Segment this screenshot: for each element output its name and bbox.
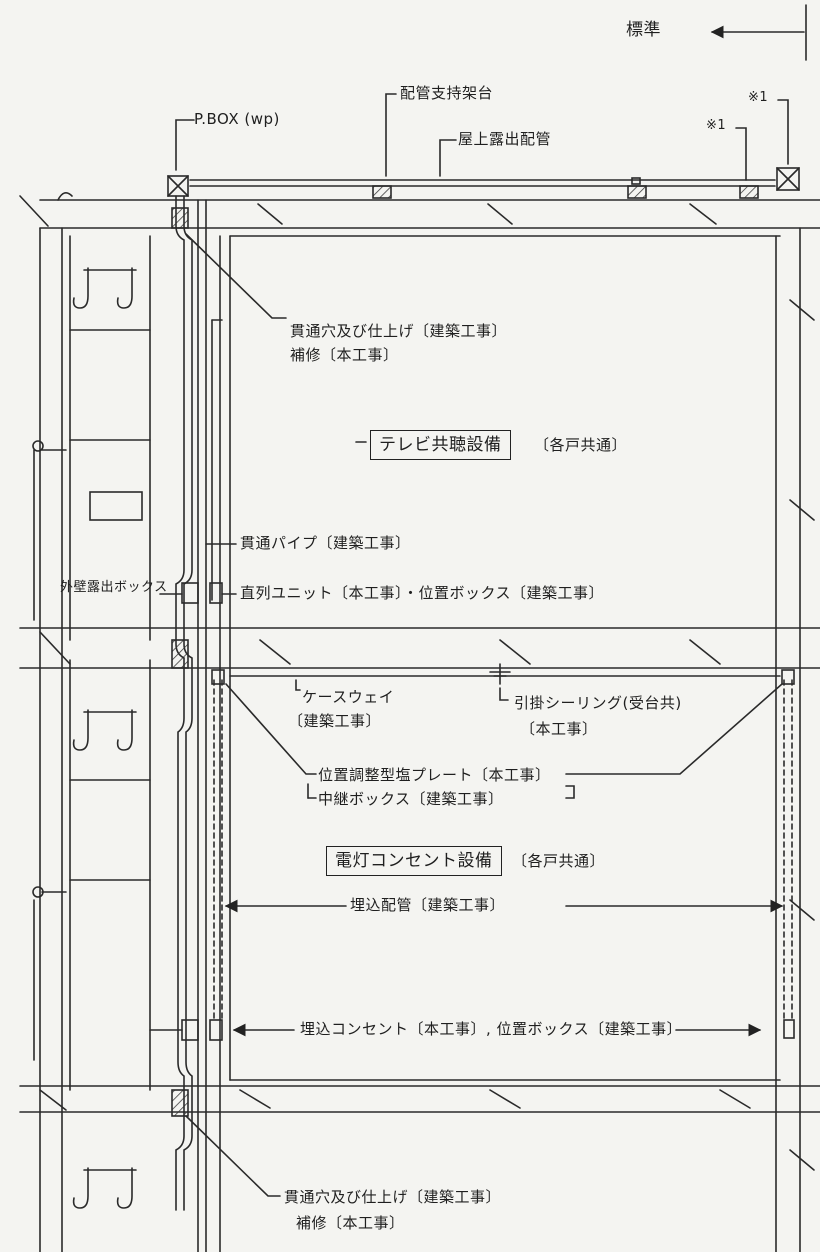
- pipe-support: [372, 177, 759, 199]
- note-mark-right: ※1: [748, 90, 769, 105]
- exposed-box-label: 外壁露出ボックス: [60, 580, 168, 595]
- sleeve-pipe-label: 貫通パイプ〔建築工事〕: [240, 534, 411, 552]
- tv-system-common: 〔各戸共通〕: [534, 436, 628, 454]
- ceiling-hook-label: 引掛シーリング(受台共): [514, 694, 682, 712]
- pbox-label: P.BOX (wp): [194, 110, 280, 128]
- relay-box-label: 中継ボックス〔建築工事〕: [318, 790, 504, 808]
- lighting-system-common: 〔各戸共通〕: [512, 852, 606, 870]
- caseway-sub-label: 〔建築工事〕: [288, 712, 382, 730]
- caseway-label: ケースウェイ: [302, 688, 395, 706]
- outlet-box-left: [181, 1019, 199, 1041]
- lighting-system-title: 電灯コンセント設備: [326, 846, 502, 876]
- roof-exposed-pipe: [189, 179, 776, 187]
- support-stand-label: 配管支持架台: [400, 84, 494, 102]
- sleeve-finish-top-label: 貫通穴及び仕上げ〔建築工事〕: [290, 322, 508, 340]
- embedded-pipe-label: 埋込配管〔建築工事〕: [350, 896, 506, 914]
- ceiling-hook: [489, 663, 511, 685]
- ceiling-hook-sub-label: 〔本工事〕: [520, 720, 598, 738]
- floor-slab-1: [19, 1079, 820, 1113]
- standard-label: 標準: [626, 20, 661, 40]
- pbox-left: [167, 175, 189, 197]
- tv-system-title: テレビ共聴設備: [370, 430, 511, 460]
- outlet-position-box: [209, 1019, 223, 1041]
- left-balcony: [32, 227, 151, 1252]
- relay-box-left: [211, 669, 225, 685]
- note-mark-left: ※1: [706, 118, 727, 133]
- plate-label: 位置調整型塩プレート〔本工事〕: [318, 766, 551, 784]
- outlet-box-right: [783, 1019, 795, 1039]
- roof-exposed-pipe-label: 屋上露出配管: [458, 130, 552, 148]
- sleeve-repair-top-label: 補修〔本工事〕: [290, 346, 399, 364]
- standard-arrow: [710, 4, 807, 61]
- main-wall: [197, 199, 815, 1252]
- roof-slab: [19, 192, 820, 237]
- riser-pipe: [171, 195, 193, 1211]
- exposed-box: [181, 582, 199, 604]
- relay-box-right: [781, 669, 795, 685]
- embedded-pipe: [213, 679, 793, 1021]
- embedded-outlet-label: 埋込コンセント〔本工事〕, 位置ボックス〔建築工事〕: [300, 1020, 683, 1038]
- floor-slab-2: [19, 627, 820, 677]
- series-unit-box: [209, 582, 223, 604]
- sleeve-finish-bottom-label: 貫通穴及び仕上げ〔建築工事〕: [284, 1188, 502, 1206]
- series-unit-label: 直列ユニット〔本工事〕・位置ボックス〔建築工事〕: [240, 584, 605, 602]
- sleeve-repair-bottom-label: 補修〔本工事〕: [296, 1214, 405, 1232]
- pbox-right: [776, 167, 800, 191]
